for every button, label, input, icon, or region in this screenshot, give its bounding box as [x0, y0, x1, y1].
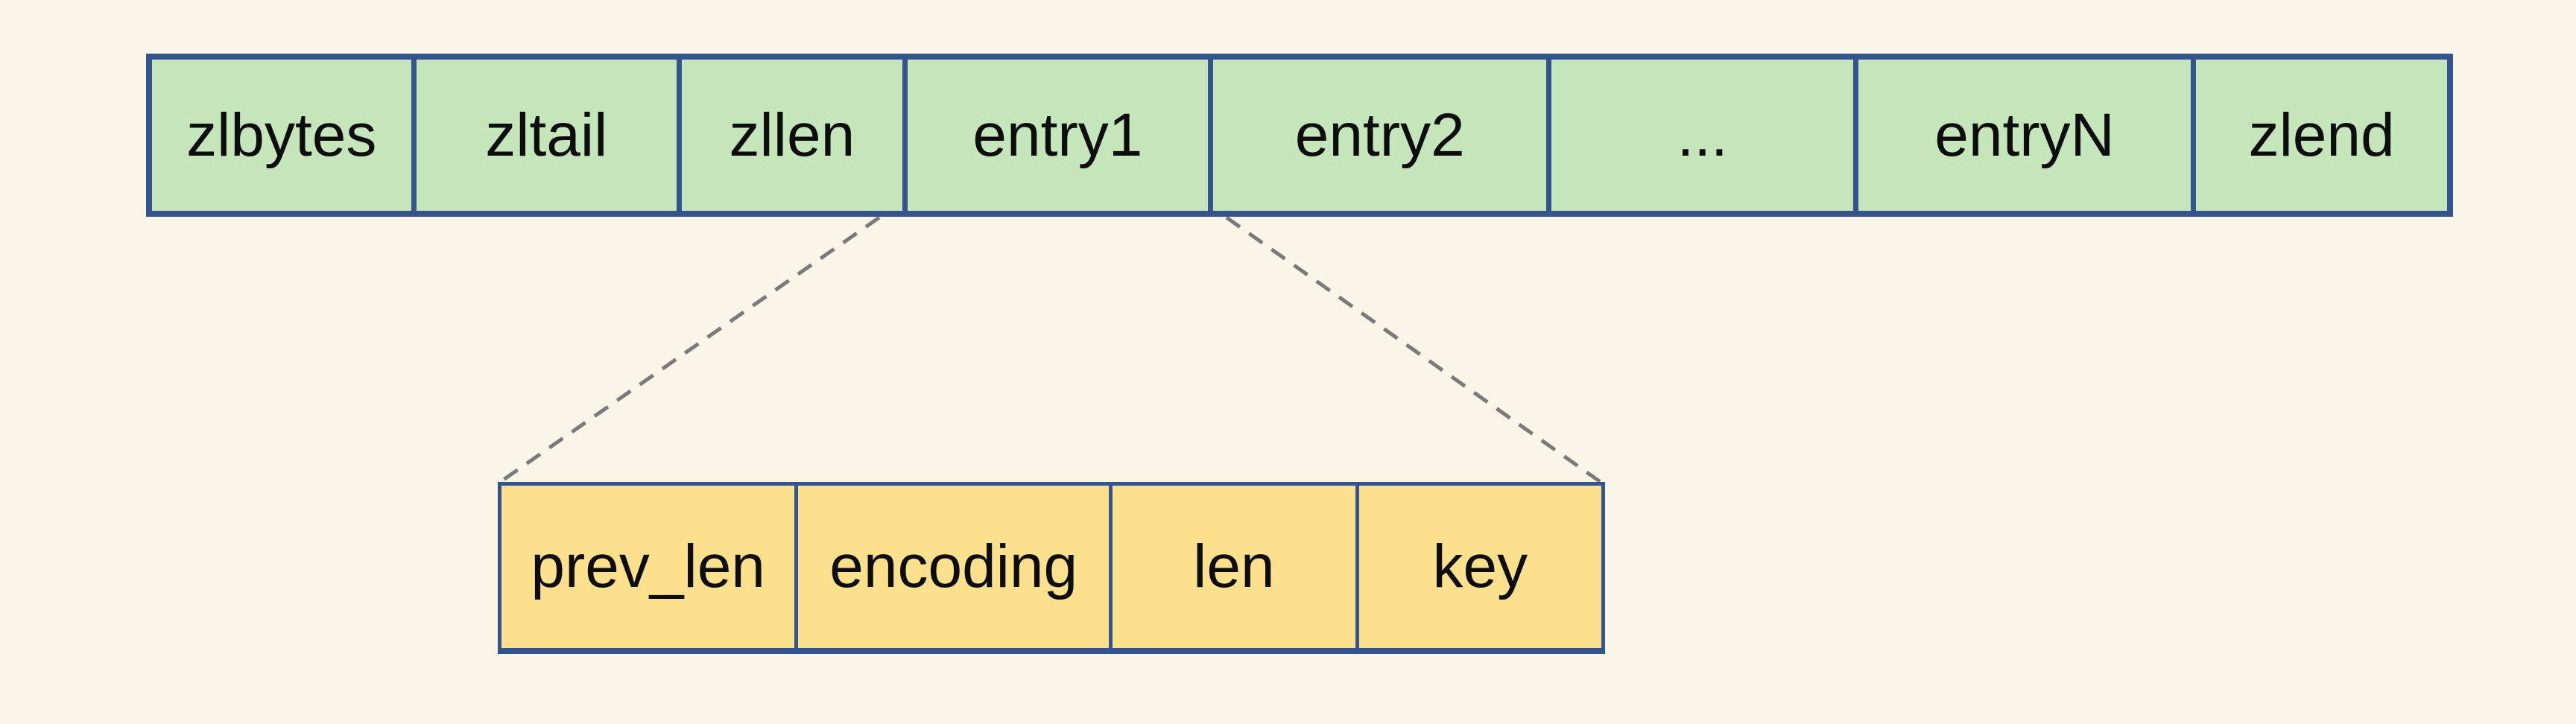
entry-detail-row: prev_len encoding len key — [498, 482, 1605, 654]
cell-entry1: entry1 — [902, 60, 1208, 211]
cell-zltail: zltail — [411, 60, 677, 211]
expand-connector-right-line — [1225, 215, 1605, 486]
cell-entryN: entryN — [1852, 60, 2191, 211]
cell-encoding: encoding — [794, 486, 1109, 648]
ziplist-header-row: zlbytes zltail zllen entry1 entry2 ... e… — [146, 54, 2453, 217]
cell-entry2: entry2 — [1208, 60, 1546, 211]
cell-zlend: zlend — [2191, 60, 2447, 211]
cell-key: key — [1355, 486, 1601, 648]
cell-len: len — [1109, 486, 1355, 648]
cell-zlbytes: zlbytes — [186, 101, 377, 169]
expand-connector-left-line — [498, 215, 881, 485]
cell-zllen: zllen — [677, 60, 902, 211]
cell-prev-len: prev_len — [531, 533, 765, 600]
cell-ellipsis: ... — [1546, 60, 1852, 211]
